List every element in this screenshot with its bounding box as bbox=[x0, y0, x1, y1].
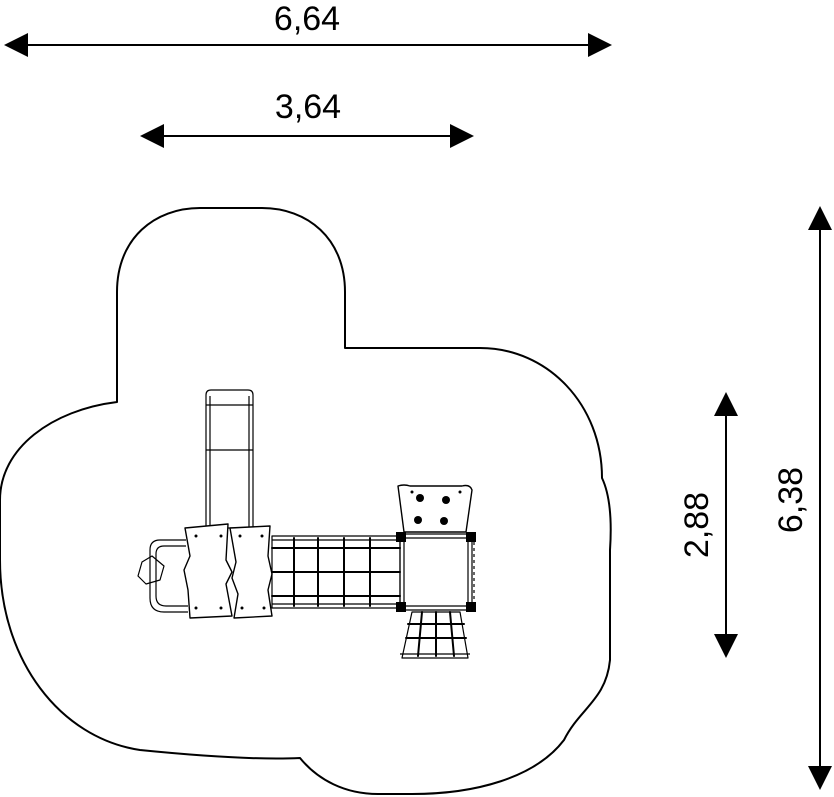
dimension-overall-width: 6,64 bbox=[4, 0, 612, 57]
play-structure bbox=[137, 389, 476, 659]
dimension-label-overall-depth: 6,38 bbox=[772, 467, 810, 533]
dimension-inner-width: 3,64 bbox=[140, 88, 474, 148]
dimension-overall-depth: 6,38 bbox=[772, 206, 832, 790]
dimension-label-inner-depth: 2,88 bbox=[678, 492, 716, 558]
handrail-loop bbox=[137, 539, 188, 613]
slide bbox=[205, 389, 254, 529]
dimension-label-overall-width: 6,64 bbox=[274, 0, 340, 38]
tower-platform bbox=[396, 532, 476, 612]
dimension-inner-depth: 2,88 bbox=[678, 392, 738, 658]
net-ladder bbox=[400, 611, 470, 659]
tower-panels bbox=[183, 523, 273, 619]
climbing-wall bbox=[397, 484, 473, 533]
dimension-label-inner-width: 3,64 bbox=[275, 88, 341, 126]
safety-zone-outline bbox=[0, 207, 612, 795]
net-bridge bbox=[271, 535, 401, 609]
